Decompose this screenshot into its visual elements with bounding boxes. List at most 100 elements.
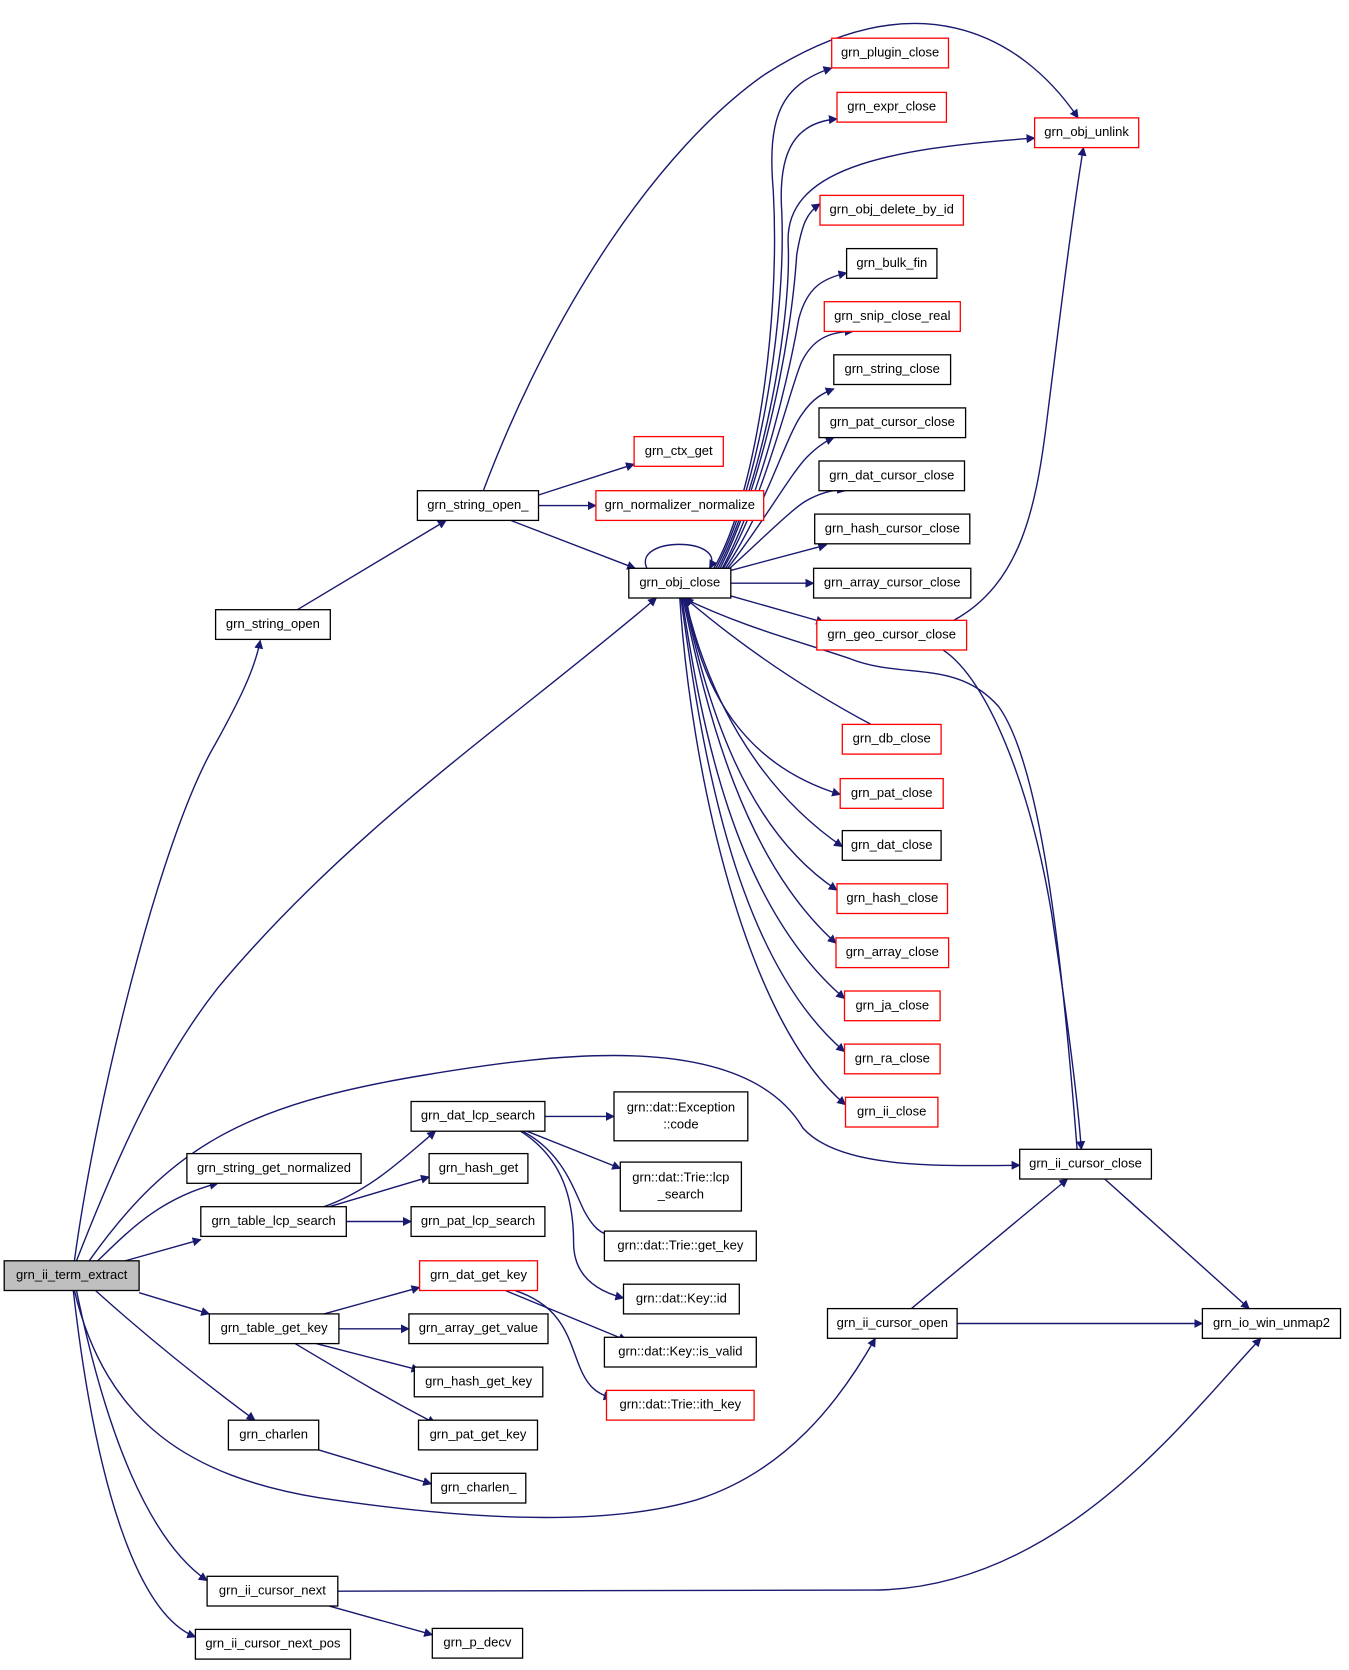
edge-dat-lcp-search-to-key-id: [520, 1130, 625, 1301]
node-string-open-[interactable]: grn_string_open_: [416, 490, 540, 522]
node-array-close[interactable]: grn_array_close: [835, 937, 950, 969]
edge-dat-get-key-to-trie-ith-key: [514, 1289, 613, 1401]
edge-obj-close-to-array-close: [682, 597, 837, 944]
node-hash-get-key[interactable]: grn_hash_get_key: [413, 1366, 544, 1398]
edge-root-to-ii-cursor-next-pos: [72, 1290, 197, 1639]
node-exception-code[interactable]: grn::dat::Exception::code: [613, 1091, 749, 1142]
node-box: [605, 1389, 755, 1421]
node-label: grn_obj_unlink: [1044, 124, 1129, 139]
node-ctx-get[interactable]: grn_ctx_get: [633, 435, 724, 467]
node-string-close[interactable]: grn_string_close: [833, 354, 952, 386]
node-label: grn_plugin_close: [841, 45, 939, 60]
node-label: grn_string_get_normalized: [197, 1160, 351, 1175]
node-box: [841, 829, 942, 861]
node-label: grn_hash_get_key: [425, 1373, 532, 1388]
node-box: [418, 1260, 539, 1292]
node-label: grn_dat_get_key: [430, 1267, 527, 1282]
node-box: [3, 1260, 140, 1292]
edge-table-get-key-to-dat-get-key: [323, 1285, 421, 1315]
node-label: ::code: [663, 1116, 698, 1131]
node-label: grn_string_close: [845, 361, 940, 376]
node-box: [619, 1161, 743, 1212]
node-charlen[interactable]: grn_charlen: [227, 1419, 320, 1451]
node-label: grn_charlen: [239, 1426, 308, 1441]
node-hash-get[interactable]: grn_hash_get: [428, 1152, 529, 1184]
node-dat-lcp-search[interactable]: grn_dat_lcp_search: [410, 1100, 546, 1132]
node-pat-cursor-close[interactable]: grn_pat_cursor_close: [818, 407, 967, 439]
node-obj-close[interactable]: grn_obj_close: [628, 567, 732, 599]
node-box: [413, 1366, 544, 1398]
edge-table-get-key-to-pat-get-key: [294, 1343, 437, 1425]
node-snip-close-real[interactable]: grn_snip_close_real: [823, 301, 961, 333]
edge-obj-close-to-ja-close: [681, 597, 846, 1000]
node-box: [214, 609, 331, 641]
node-root[interactable]: grn_ii_term_extract: [3, 1260, 140, 1292]
node-expr-close[interactable]: grn_expr_close: [836, 91, 948, 123]
node-table-lcp-search[interactable]: grn_table_lcp_search: [200, 1206, 347, 1238]
node-pat-close[interactable]: grn_pat_close: [839, 777, 944, 809]
edge-root-to-charlen: [95, 1290, 256, 1421]
node-ii-cursor-open[interactable]: grn_ii_cursor_open: [826, 1307, 958, 1339]
edge-root-to-string-get-normalized: [97, 1180, 219, 1262]
edge-charlen-to-charlen-: [318, 1449, 433, 1486]
node-label: grn_ii_close: [857, 1104, 926, 1119]
edge-ii-cursor-next-to-io-win-unmap2: [337, 1337, 1262, 1592]
node-hash-cursor-close[interactable]: grn_hash_cursor_close: [814, 513, 971, 545]
node-label: grn_db_close: [853, 731, 931, 746]
node-hash-close[interactable]: grn_hash_close: [836, 883, 949, 915]
node-label: grn_dat_cursor_close: [829, 467, 954, 482]
node-io-win-unmap2[interactable]: grn_io_win_unmap2: [1201, 1307, 1342, 1339]
node-key-id[interactable]: grn::dat::Key::id: [622, 1283, 740, 1315]
node-box: [818, 407, 967, 439]
node-array-get-value[interactable]: grn_array_get_value: [408, 1313, 549, 1345]
node-box: [816, 619, 968, 651]
node-ii-cursor-close[interactable]: grn_ii_cursor_close: [1019, 1148, 1153, 1180]
node-plugin-close[interactable]: grn_plugin_close: [831, 37, 950, 69]
node-box: [831, 37, 950, 69]
edge-root-to-ii-cursor-next: [75, 1290, 208, 1582]
node-db-close[interactable]: grn_db_close: [841, 723, 942, 755]
node-obj-unlink[interactable]: grn_obj_unlink: [1033, 117, 1140, 149]
node-bulk-fin[interactable]: grn_bulk_fin: [845, 247, 938, 279]
node-table-get-key[interactable]: grn_table_get_key: [208, 1313, 340, 1345]
node-trie-ith-key[interactable]: grn::dat::Trie::ith_key: [605, 1389, 755, 1421]
node-dat-cursor-close[interactable]: grn_dat_cursor_close: [818, 460, 966, 492]
edge-root-to-obj-close: [75, 597, 658, 1262]
node-pat-lcp-search[interactable]: grn_pat_lcp_search: [410, 1206, 546, 1238]
node-dat-close[interactable]: grn_dat_close: [841, 829, 942, 861]
node-label: grn_array_cursor_close: [824, 575, 961, 590]
node-obj-delete-by-id[interactable]: grn_obj_delete_by_id: [819, 194, 965, 226]
node-box: [814, 513, 971, 545]
edge-geo-cursor-close-to-ii-cursor-close: [942, 649, 1086, 1151]
edge-obj-close-to-ra-close: [680, 597, 846, 1053]
node-trie-lcp-search[interactable]: grn::dat::Trie::lcp_search: [619, 1161, 743, 1212]
node-trie-get-key[interactable]: grn::dat::Trie::get_key: [603, 1230, 757, 1262]
node-charlen-[interactable]: grn_charlen_: [430, 1472, 527, 1504]
node-p-decv[interactable]: grn_p_decv: [431, 1627, 524, 1659]
node-box: [622, 1283, 740, 1315]
node-ra-close[interactable]: grn_ra_close: [843, 1043, 941, 1075]
node-label: grn::dat::Trie::ith_key: [619, 1397, 741, 1412]
node-dat-get-key[interactable]: grn_dat_get_key: [418, 1260, 539, 1292]
node-label: grn_ra_close: [855, 1050, 930, 1065]
edge-obj-close-to-hash-close: [683, 597, 838, 891]
node-label: grn_array_get_value: [419, 1320, 538, 1335]
node-box: [633, 435, 724, 467]
node-string-open[interactable]: grn_string_open: [214, 609, 331, 641]
node-geo-cursor-close[interactable]: grn_geo_cursor_close: [816, 619, 968, 651]
node-ja-close[interactable]: grn_ja_close: [843, 990, 941, 1022]
edge-table-get-key-to-hash-get-key: [316, 1343, 421, 1373]
node-key-is-valid[interactable]: grn::dat::Key::is_valid: [603, 1336, 757, 1368]
node-array-cursor-close[interactable]: grn_array_cursor_close: [812, 567, 972, 599]
node-normalizer-normalize[interactable]: grn_normalizer_normalize: [595, 490, 765, 522]
node-ii-close[interactable]: grn_ii_close: [844, 1096, 939, 1128]
node-ii-cursor-next-pos[interactable]: grn_ii_cursor_next_pos: [194, 1628, 352, 1660]
node-label: grn_string_open: [226, 616, 320, 631]
node-string-get-normalized[interactable]: grn_string_get_normalized: [186, 1152, 362, 1184]
node-label: grn_ja_close: [855, 997, 929, 1012]
node-pat-get-key[interactable]: grn_pat_get_key: [417, 1419, 539, 1451]
node-ii-cursor-next[interactable]: grn_ii_cursor_next: [206, 1575, 339, 1607]
node-label: grn_pat_cursor_close: [830, 414, 955, 429]
node-box: [1033, 117, 1140, 149]
node-box: [430, 1472, 527, 1504]
